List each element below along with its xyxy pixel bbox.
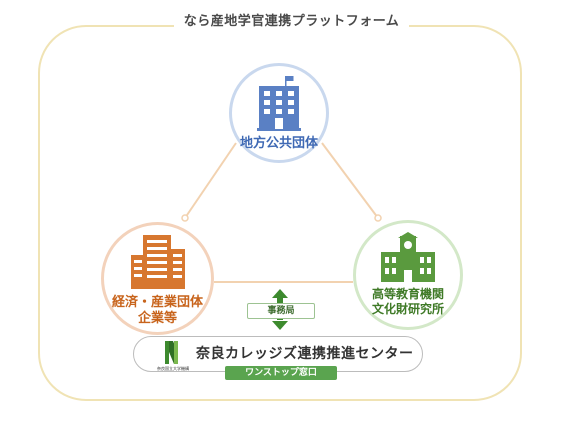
- connector-gov-biz: [184, 142, 237, 219]
- connector-dot: [181, 214, 189, 222]
- secretariat-label: 事務局: [247, 303, 315, 319]
- node-label-education: 高等教育機関 文化財研究所: [371, 287, 444, 316]
- node-higher-education: 高等教育機関 文化財研究所: [353, 220, 463, 330]
- node-local-government: 地方公共団体: [229, 63, 329, 163]
- logo-subtext: 奈良国立大学機構: [157, 366, 189, 371]
- city-buildings-icon: [130, 235, 185, 289]
- platform-title: なら産地学官連携プラットフォーム: [0, 10, 583, 29]
- connector-dot: [374, 214, 382, 222]
- one-stop-badge: ワンストップ窓口: [225, 366, 337, 380]
- node-business-groups: 経済・産業団体 企業等: [101, 222, 214, 335]
- school-building-icon: [381, 232, 435, 282]
- nara-colleges-logo-icon: [165, 341, 178, 364]
- office-building-icon: [257, 76, 301, 131]
- node-label-business: 経済・産業団体 企業等: [111, 295, 203, 327]
- node-label-government: 地方公共団体: [239, 136, 318, 151]
- center-name: 奈良カレッジズ連携推進センター: [196, 346, 414, 362]
- connector-gov-edu: [321, 142, 379, 219]
